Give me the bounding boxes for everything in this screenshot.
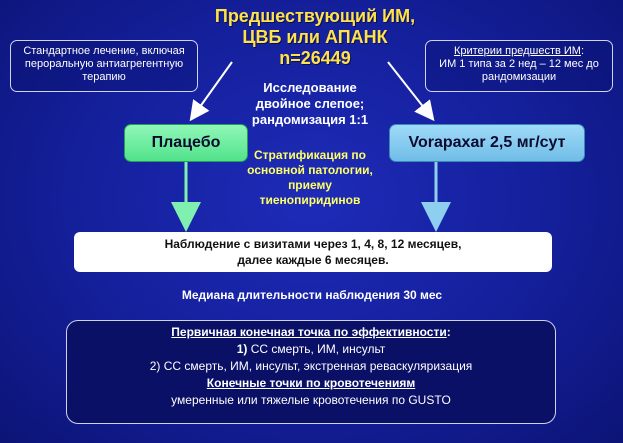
study-line-1: Исследование <box>263 80 357 95</box>
vorapaxar-arm-label: Vorapaxar 2,5 мг/сут <box>408 134 566 151</box>
arrow-title-to-vorapaxar <box>387 61 435 122</box>
study-line-3: рандомизация 1:1 <box>251 112 369 127</box>
criteria-colon: : <box>580 45 585 57</box>
efficacy-item-1-text: СС смерть, ИМ, инсульт <box>247 342 386 356</box>
efficacy-heading-row: Первичная конечная точка по эффективност… <box>67 324 555 341</box>
strat-line-2: основной патологии, <box>247 163 373 177</box>
efficacy-item-1-number: 1) <box>236 342 248 356</box>
efficacy-heading: Первичная конечная точка по эффективност… <box>171 325 447 339</box>
diagram-title: Предшествующий ИМ, ЦВБ или АПАНК n=26449 <box>150 6 480 69</box>
median-followup: Медиана длительности наблюдения 30 мес <box>181 288 443 302</box>
stratification-note: Стратификация по основной патологии, при… <box>225 148 395 208</box>
followup-line-1: Наблюдение с визитами через 1, 4, 8, 12 … <box>164 237 462 251</box>
placebo-arm-label: Плацебо <box>151 134 221 151</box>
strat-line-4: тиенопиридинов <box>259 193 361 207</box>
title-line-1: Предшествующий ИМ, <box>214 6 416 26</box>
vorapaxar-arm-box: Vorapaxar 2,5 мг/сут <box>389 124 585 162</box>
criteria-text: ИМ 1 типа за 2 нед – 12 мес до рандомиза… <box>439 58 599 83</box>
followup-box: Наблюдение с визитами через 1, 4, 8, 12 … <box>74 232 552 272</box>
efficacy-item-2: 2) СС смерть, ИМ, инсульт, экстренная ре… <box>149 359 473 373</box>
strat-line-1: Стратификация по <box>253 148 367 162</box>
study-line-2: двойное слепое; <box>255 96 365 111</box>
standard-treatment-text: Стандартное лечение, включая пероральную… <box>23 45 185 83</box>
title-line-3: n=26449 <box>279 48 351 68</box>
arrow-title-to-placebo <box>189 61 233 122</box>
bleeding-heading: Конечные точки по кровотечениям <box>206 376 416 390</box>
efficacy-colon: : <box>446 325 451 339</box>
endpoints-box: Первичная конечная точка по эффективност… <box>66 320 556 424</box>
placebo-arm-box: Плацебо <box>124 124 248 162</box>
study-design: Исследование двойное слепое; рандомизаци… <box>232 80 388 128</box>
efficacy-item-1: 1) СС смерть, ИМ, инсульт <box>67 341 555 358</box>
criteria-heading: Критерии предшеств ИМ <box>453 45 581 57</box>
followup-line-2: далее каждые 6 месяцев. <box>237 253 389 267</box>
standard-treatment-note: Стандартное лечение, включая пероральную… <box>10 40 198 92</box>
bleeding-text: умеренные или тяжелые кровотечения по GU… <box>171 393 451 407</box>
prior-mi-criteria-note: Критерии предшеств ИМ: ИМ 1 типа за 2 не… <box>425 40 613 92</box>
title-line-2: ЦВБ или АПАНК <box>242 27 388 47</box>
strat-line-3: приему <box>288 178 332 192</box>
